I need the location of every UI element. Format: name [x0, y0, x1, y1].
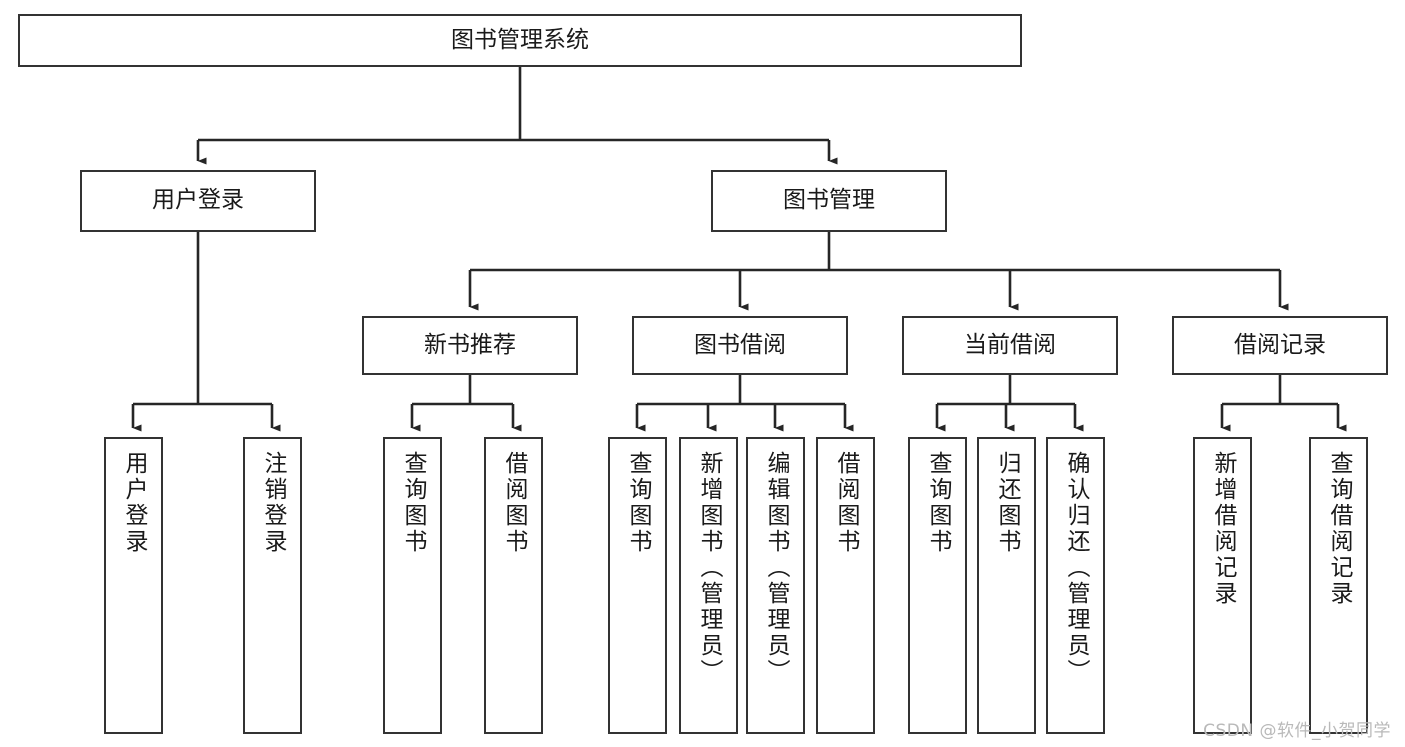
node-user-login[interactable]: 用户登录	[80, 170, 316, 232]
leaf-user-login[interactable]: 用户登录	[104, 437, 163, 734]
node-label: 借阅图书	[501, 451, 527, 555]
node-label: 借阅记录	[1234, 331, 1326, 358]
leaf-add-borrow-record[interactable]: 新增借阅记录	[1193, 437, 1252, 734]
leaf-borrow-book[interactable]: 借阅图书	[816, 437, 875, 734]
node-book-borrow[interactable]: 图书借阅	[632, 316, 848, 375]
leaf-borrow-book-recommend[interactable]: 借阅图书	[484, 437, 543, 734]
node-label: 新书推荐	[424, 331, 516, 358]
node-label: 图书管理系统	[451, 26, 589, 53]
node-new-book-recommend[interactable]: 新书推荐	[362, 316, 578, 375]
leaf-edit-book[interactable]: 编辑图书（管理员）	[746, 437, 805, 734]
leaf-query-book-borrow[interactable]: 查询图书	[608, 437, 667, 734]
node-root-book-management-system[interactable]: 图书管理系统	[18, 14, 1022, 67]
node-label: 图书管理	[783, 187, 875, 214]
node-label: 确认归还（管理员）	[1063, 451, 1089, 685]
leaf-query-borrow-record[interactable]: 查询借阅记录	[1309, 437, 1368, 734]
node-label: 新增图书（管理员）	[696, 451, 722, 685]
node-label: 查询图书	[625, 451, 651, 555]
node-label: 查询图书	[400, 451, 426, 555]
node-current-borrow[interactable]: 当前借阅	[902, 316, 1118, 375]
watermark: CSDN @软件_小贺同学	[1203, 721, 1391, 741]
node-label: 借阅图书	[833, 451, 859, 555]
leaf-confirm-return[interactable]: 确认归还（管理员）	[1046, 437, 1105, 734]
node-label: 查询借阅记录	[1326, 451, 1352, 607]
node-label: 注销登录	[260, 451, 286, 555]
leaf-logout-login[interactable]: 注销登录	[243, 437, 302, 734]
node-label: 查询图书	[925, 451, 951, 555]
node-label: 编辑图书（管理员）	[763, 451, 789, 685]
node-book-management[interactable]: 图书管理	[711, 170, 947, 232]
node-label: 新增借阅记录	[1210, 451, 1236, 607]
node-label: 当前借阅	[964, 331, 1056, 358]
leaf-add-book[interactable]: 新增图书（管理员）	[679, 437, 738, 734]
node-label: 归还图书	[994, 451, 1020, 555]
leaf-query-book-current[interactable]: 查询图书	[908, 437, 967, 734]
node-label: 图书借阅	[694, 331, 786, 358]
node-borrow-record[interactable]: 借阅记录	[1172, 316, 1388, 375]
leaf-query-book-recommend[interactable]: 查询图书	[383, 437, 442, 734]
leaf-return-book[interactable]: 归还图书	[977, 437, 1036, 734]
node-label: 用户登录	[121, 451, 147, 555]
node-label: 用户登录	[152, 187, 244, 214]
